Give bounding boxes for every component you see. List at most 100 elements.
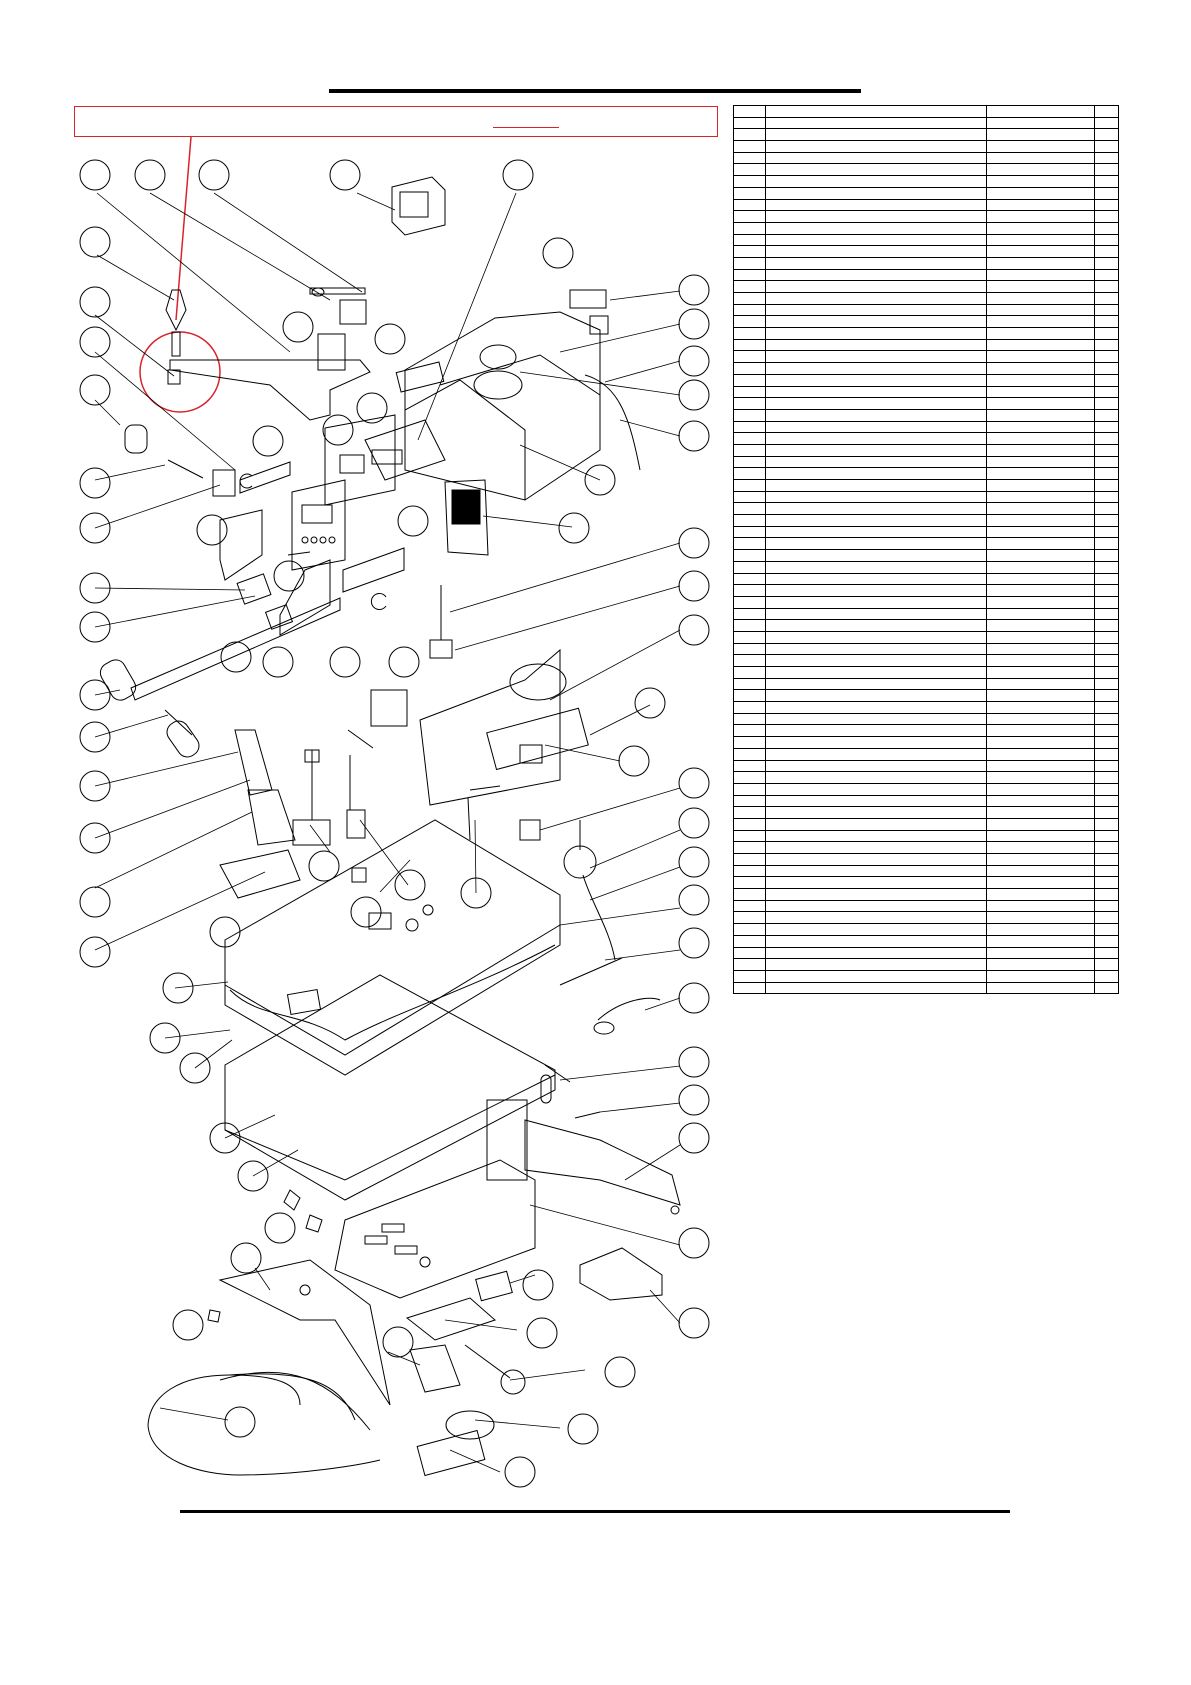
table-cell xyxy=(733,794,766,808)
table-cell xyxy=(986,981,1095,995)
table-row xyxy=(733,432,1119,445)
table-row xyxy=(733,198,1119,212)
link-plate xyxy=(234,729,273,796)
pin-small xyxy=(287,551,311,556)
table-cell xyxy=(765,946,987,960)
plate-block xyxy=(416,1429,486,1477)
table-cell xyxy=(765,385,987,399)
table-row xyxy=(733,280,1119,293)
table-cell xyxy=(986,549,1095,562)
table-cell xyxy=(1094,502,1119,516)
table-cell xyxy=(1094,666,1119,679)
table-row xyxy=(733,408,1119,422)
table-row xyxy=(733,221,1119,235)
table-cell xyxy=(733,233,766,247)
table-cell xyxy=(1094,385,1119,399)
notice-link[interactable] xyxy=(493,127,559,128)
table-cell xyxy=(733,443,766,457)
table-row xyxy=(733,256,1119,270)
table-cell xyxy=(1094,455,1119,469)
table-cell xyxy=(733,315,766,329)
table-row xyxy=(733,467,1119,480)
table-cell xyxy=(986,256,1095,270)
table-cell xyxy=(1094,210,1119,223)
table-cell xyxy=(765,280,987,293)
table-cell xyxy=(986,607,1095,621)
table-cell xyxy=(765,701,987,714)
table-cell xyxy=(765,163,987,177)
table-cell xyxy=(765,362,987,375)
table-cell xyxy=(765,747,987,761)
table-cell xyxy=(986,876,1095,890)
table-cell xyxy=(986,736,1095,749)
table-cell xyxy=(765,666,987,679)
table-row xyxy=(733,338,1119,352)
table-cell xyxy=(733,724,766,738)
table-row xyxy=(733,794,1119,808)
table-cell xyxy=(986,221,1095,235)
table-cell xyxy=(733,642,766,656)
table-cell xyxy=(733,280,766,293)
table-cell xyxy=(733,595,766,609)
table-cell xyxy=(1094,607,1119,621)
table-row xyxy=(733,186,1119,200)
table-row xyxy=(733,490,1119,504)
table-cell xyxy=(765,888,987,901)
table-cell xyxy=(765,899,987,913)
table-cell xyxy=(733,175,766,188)
table-cell xyxy=(733,537,766,551)
table-cell xyxy=(1094,806,1119,819)
table-row xyxy=(733,946,1119,960)
label-sticker-small xyxy=(569,289,607,309)
table-cell xyxy=(1094,923,1119,936)
table-cell xyxy=(733,607,766,621)
table-cell xyxy=(733,420,766,434)
table-cell xyxy=(986,432,1095,445)
table-row xyxy=(733,876,1119,890)
table-cell xyxy=(1094,888,1119,901)
table-row xyxy=(733,455,1119,469)
table-cell xyxy=(1094,595,1119,609)
table-row xyxy=(733,595,1119,609)
table-cell xyxy=(733,525,766,539)
table-cell xyxy=(986,794,1095,808)
table-cell xyxy=(765,876,987,890)
table-row xyxy=(733,981,1119,995)
table-row xyxy=(733,817,1119,831)
table-row xyxy=(733,607,1119,621)
table-cell xyxy=(765,443,987,457)
table-cell xyxy=(986,911,1095,925)
table-cell xyxy=(765,116,987,130)
table-cell xyxy=(733,630,766,644)
table-cell xyxy=(986,969,1095,983)
table-cell xyxy=(1094,584,1119,597)
table-cell xyxy=(986,946,1095,960)
table-cell xyxy=(1094,736,1119,749)
table-cell xyxy=(733,385,766,399)
table-cell xyxy=(765,549,987,562)
table-cell xyxy=(986,595,1095,609)
lever-arm xyxy=(169,359,371,421)
upper-label xyxy=(286,988,322,1016)
table-cell xyxy=(765,315,987,329)
fitting xyxy=(283,1189,301,1211)
table-cell xyxy=(986,303,1095,317)
table-cell xyxy=(986,502,1095,516)
table-cell xyxy=(1094,373,1119,387)
table-cell xyxy=(765,736,987,749)
table-cell xyxy=(986,105,1095,118)
table-cell xyxy=(986,782,1095,796)
table-cell xyxy=(986,467,1095,480)
switch-block xyxy=(475,1270,513,1302)
table-cell xyxy=(733,338,766,352)
table-cell xyxy=(986,923,1095,936)
table-cell xyxy=(765,408,987,422)
table-cell xyxy=(1094,268,1119,282)
table-cell xyxy=(733,958,766,971)
table-row xyxy=(733,245,1119,258)
clamp-ring xyxy=(445,1410,495,1440)
table-row xyxy=(733,549,1119,562)
table-cell xyxy=(765,373,987,387)
upper-platen xyxy=(224,819,561,1076)
table-cell xyxy=(765,934,987,948)
